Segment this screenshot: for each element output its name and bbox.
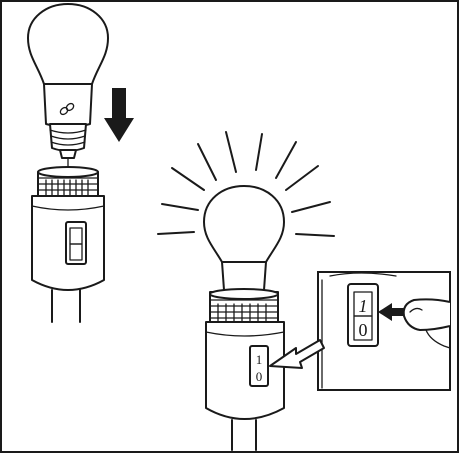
svg-text:0: 0 [256, 369, 263, 384]
down-arrow-icon [104, 88, 134, 142]
link-icon [59, 102, 75, 116]
step2-socket: 1 0 [205, 288, 285, 451]
rocker-switch [65, 221, 87, 265]
light-rays [157, 131, 335, 237]
svg-text:1: 1 [359, 296, 368, 316]
press-arrow-icon [378, 303, 404, 321]
callout-arrow [269, 339, 325, 369]
inset-switch [347, 283, 379, 347]
detail-inset: 1 0 [317, 271, 451, 391]
finger-pressing-switch-icon [402, 298, 451, 349]
step1-socket [31, 166, 105, 323]
rocker-switch-on [249, 345, 269, 387]
svg-text:1: 1 [256, 352, 263, 367]
svg-text:0: 0 [359, 320, 368, 340]
step1-bulb [27, 3, 109, 171]
